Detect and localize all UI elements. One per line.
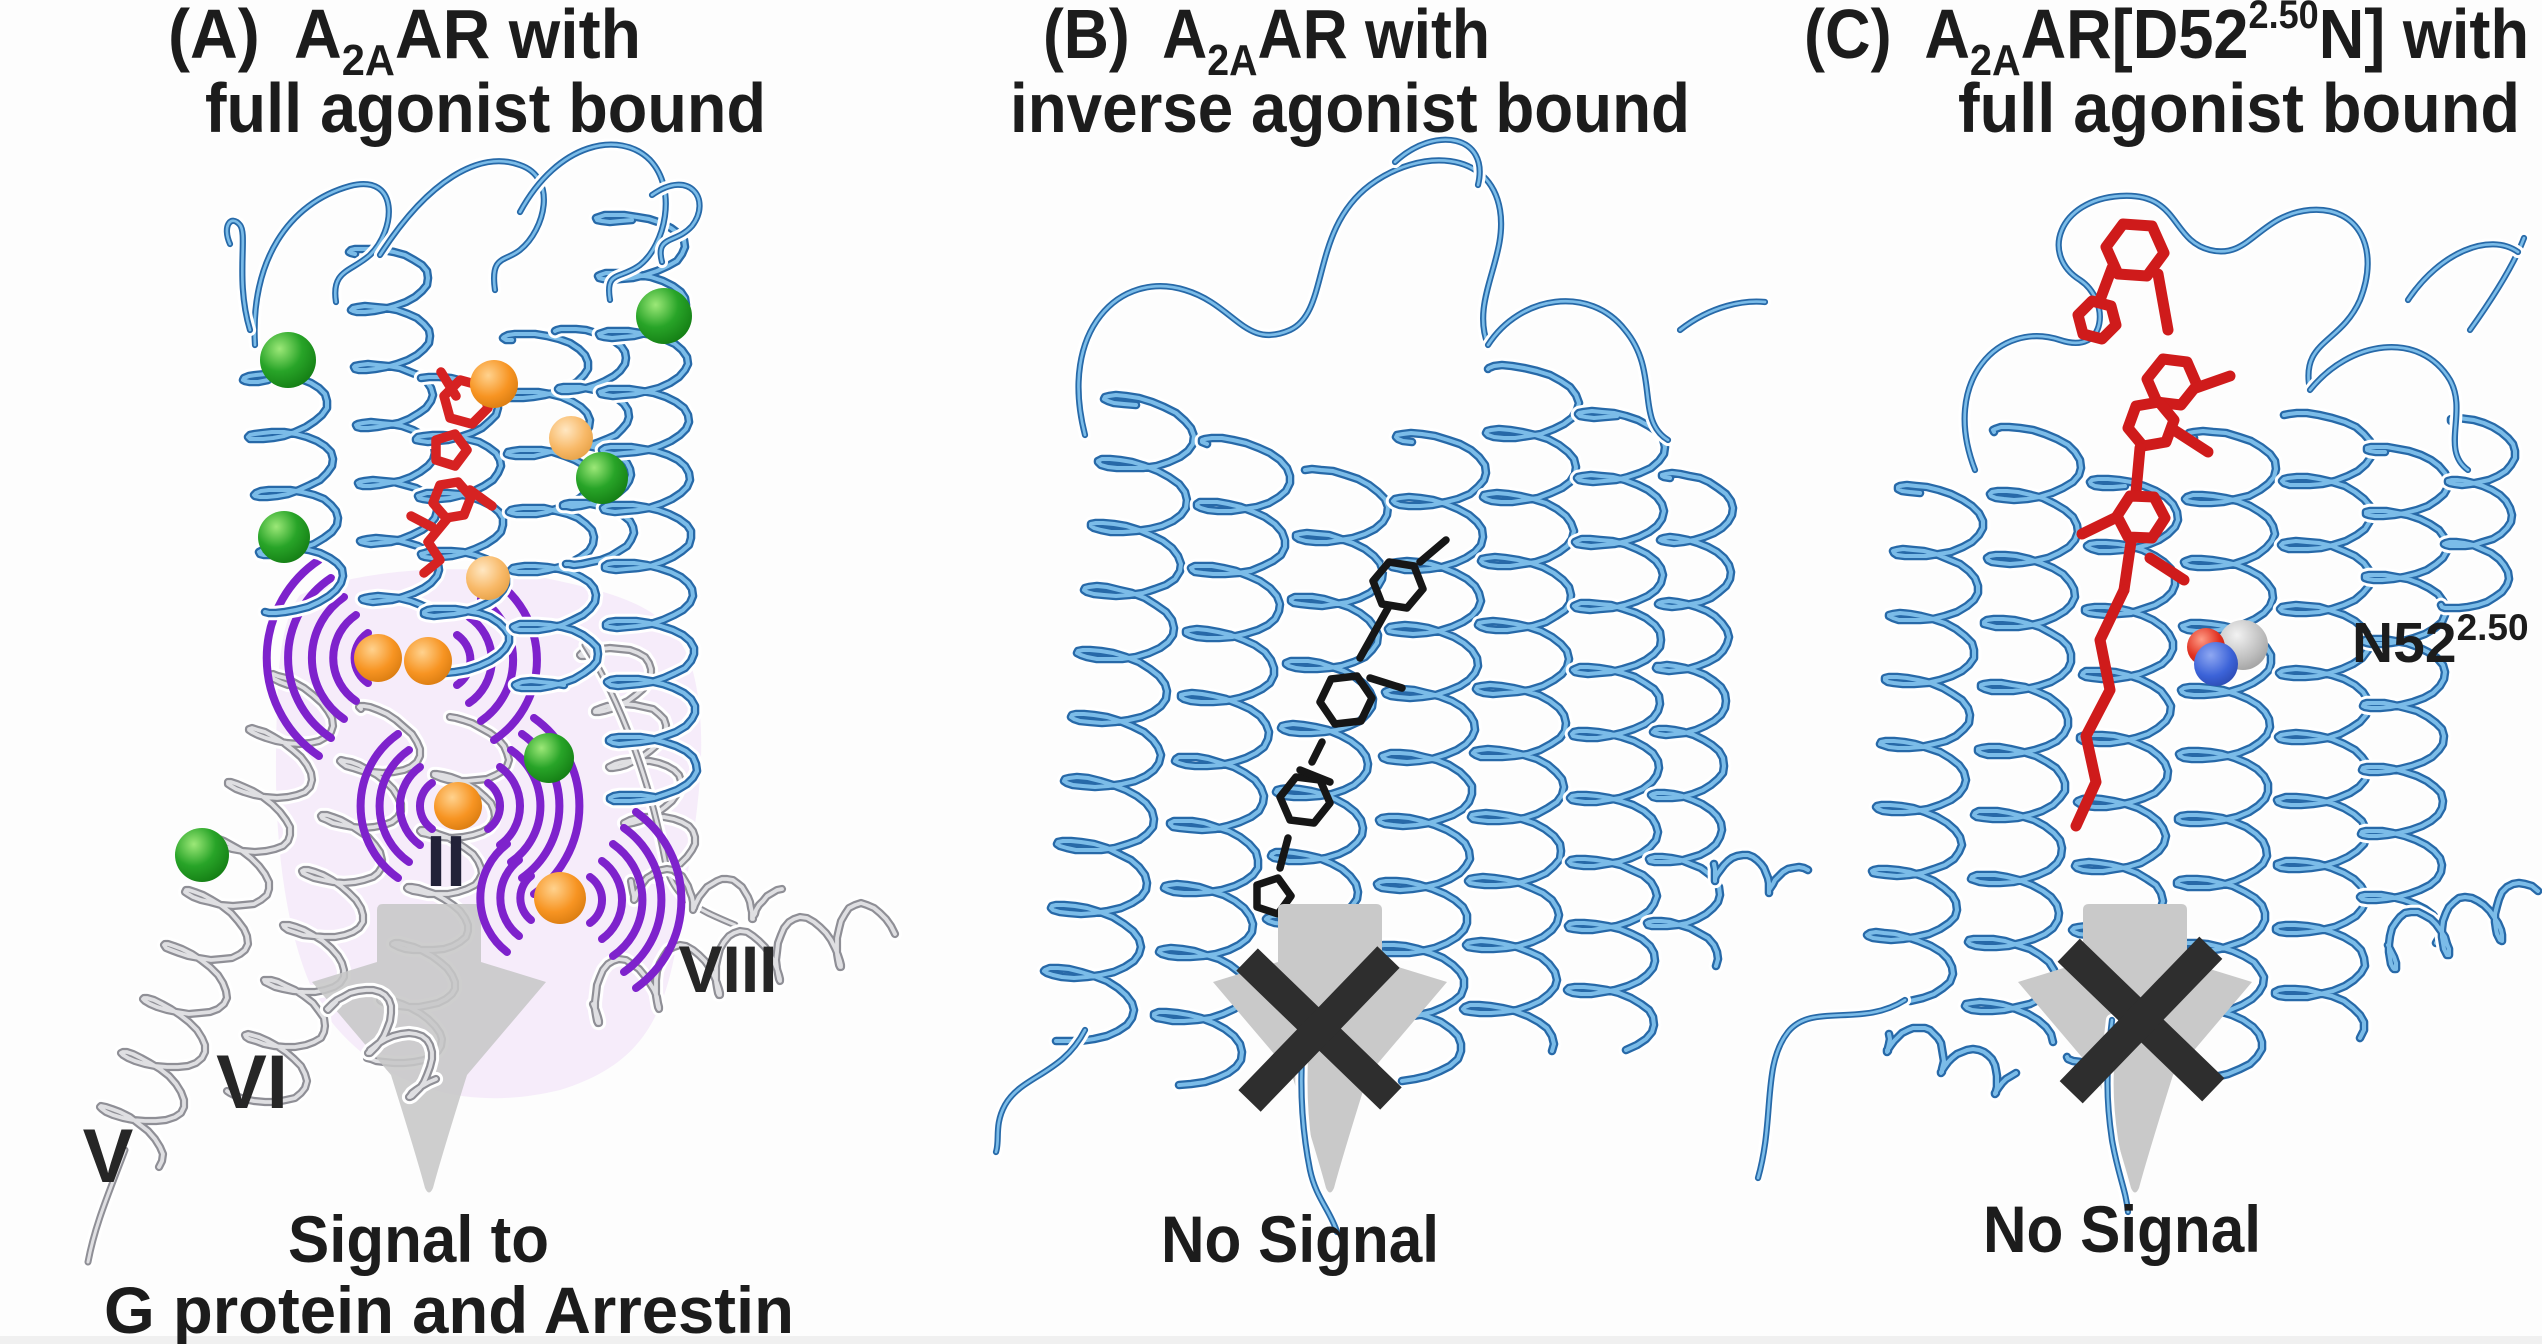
svg-text:G protein and Arrestin: G protein and Arrestin: [104, 1273, 794, 1344]
svg-text:V: V: [83, 1114, 134, 1199]
svg-text:VIII: VIII: [678, 932, 777, 1006]
svg-text:N522.50: N522.50: [2352, 607, 2529, 675]
svg-text:No Signal: No Signal: [1983, 1192, 2261, 1266]
svg-text:II: II: [426, 822, 466, 902]
svg-text:VI: VI: [216, 1040, 288, 1125]
svg-text:full agonist bound: full agonist bound: [205, 69, 766, 147]
svg-text:(B) A2AAR with: (B) A2AAR with: [1043, 0, 1490, 85]
svg-text:inverse agonist bound: inverse agonist bound: [1010, 69, 1690, 147]
svg-text:(C) A2AAR[D522.50N] with: (C) A2AAR[D522.50N] with: [1804, 0, 2529, 85]
svg-text:full agonist bound: full agonist bound: [1958, 69, 2520, 147]
svg-text:(A) A2AAR with: (A) A2AAR with: [168, 0, 641, 85]
svg-text:Signal to: Signal to: [288, 1202, 549, 1276]
svg-text:No Signal: No Signal: [1161, 1202, 1439, 1276]
